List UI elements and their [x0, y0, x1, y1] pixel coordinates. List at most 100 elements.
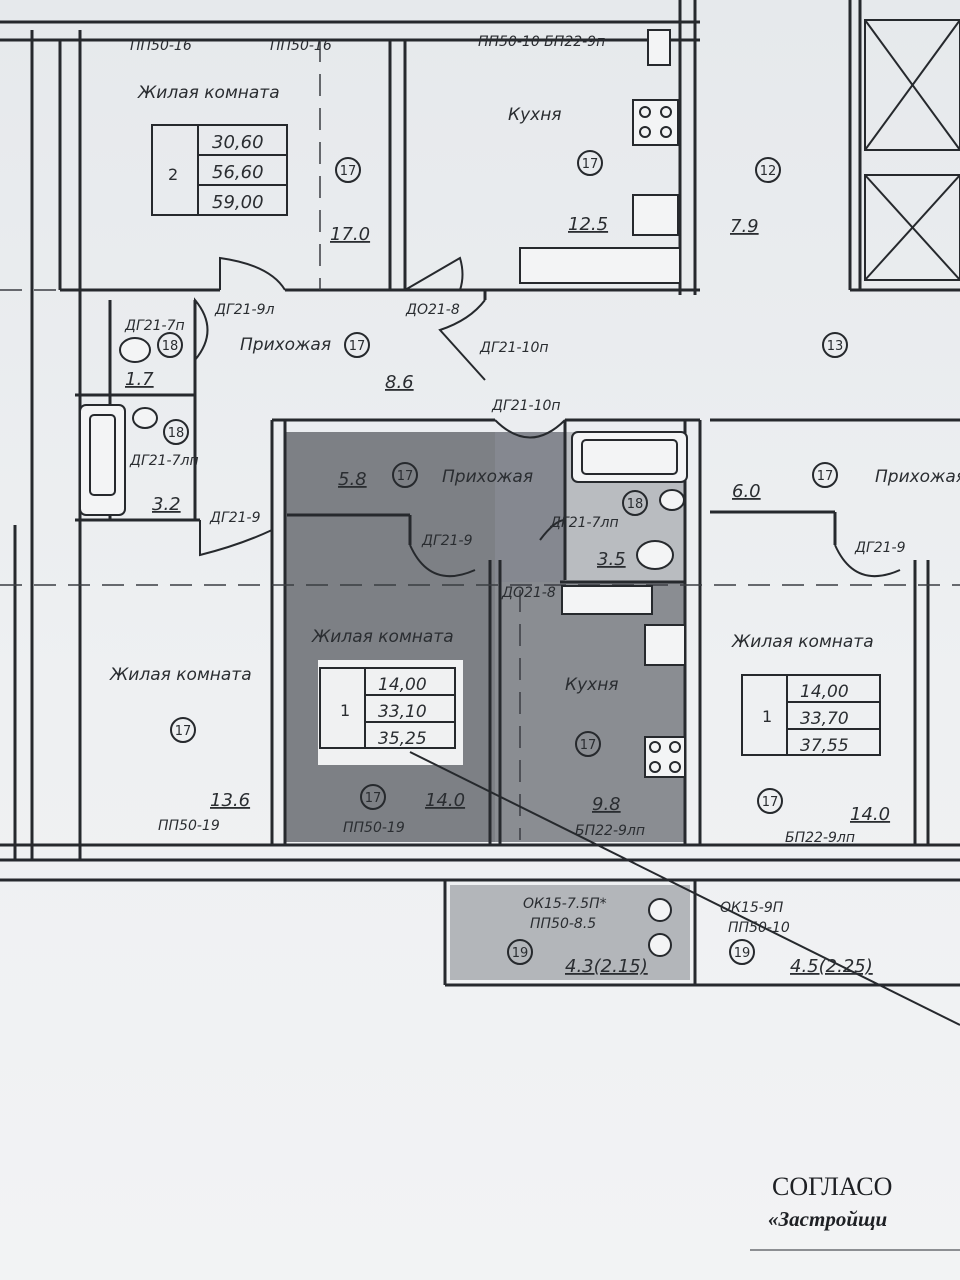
room-type-circle: [575, 731, 601, 757]
room-type-number: 17: [817, 469, 834, 484]
mark-label: ДГ21-10п: [491, 398, 561, 414]
room-type-number: 17: [580, 738, 597, 753]
room-type-number: 17: [582, 157, 599, 172]
room-area: 14.0: [425, 790, 465, 811]
room-type-circle: [170, 717, 196, 743]
room-name: Жилая комната: [731, 632, 874, 652]
room-area: 9.8: [592, 794, 621, 815]
room-type-circle: [622, 490, 648, 516]
mark-label: ПП50-8.5: [530, 916, 596, 932]
room-area: 3.2: [152, 494, 181, 515]
mark-label: ДГ21-9: [854, 540, 906, 556]
room-areas: 17.0 12.5 7.9 8.6 1.7 3.2 13.6 5.8 3.5 1…: [125, 214, 890, 977]
room-name: Прихожая: [875, 467, 960, 487]
mark-label: ПП50-19: [158, 818, 220, 834]
door-swings: [194, 256, 901, 578]
table-value: 30,60: [212, 132, 264, 153]
mark-label: ПП50-19: [343, 820, 405, 836]
room-type-marker: 17: [757, 788, 783, 814]
room-type-marker: 17: [344, 332, 370, 358]
table-value: 59,00: [212, 192, 264, 213]
room-area: 3.5: [597, 549, 626, 570]
axis-lines: [0, 40, 960, 840]
apartment-table-right: 1 14,00 33,70 37,55: [741, 674, 881, 756]
mark-label: БП22-9лп: [575, 823, 645, 839]
room-type-marker: 12: [755, 157, 781, 183]
room-type-circle: [360, 784, 386, 810]
room-type-number: 18: [168, 426, 185, 441]
room-area: 4.5(2.25): [790, 956, 873, 977]
room-type-number: 13: [827, 339, 844, 354]
room-type-marker: 18: [622, 490, 648, 516]
room-type-circle: [157, 332, 183, 358]
table-value: 33,70: [800, 709, 849, 729]
room-name: Жилая комната: [137, 83, 280, 103]
room-type-number: 18: [162, 339, 179, 354]
mark-label: ПП50-16: [270, 38, 332, 54]
room-type-circle: [757, 788, 783, 814]
approval-stamp: СОГЛАСО «Застройщи: [750, 1172, 960, 1251]
apartment-table-mid: 1 14,00 33,10 35,25: [319, 667, 456, 749]
room-type-number: 17: [397, 469, 414, 484]
room-type-circle: [729, 939, 755, 965]
mark-label: ДГ21-9: [421, 533, 473, 549]
mark-label: ПП50-16: [130, 38, 192, 54]
room-type-number: 19: [734, 946, 751, 961]
table-value: 14,00: [378, 675, 427, 695]
table-rooms: 1: [340, 701, 350, 720]
room-area: 14.0: [850, 804, 890, 825]
room-type-marker: 13: [822, 332, 848, 358]
diagonal-line: [409, 751, 960, 1026]
mark-label: ПП50-10 БП22-9п: [478, 34, 605, 50]
mark-label: ДО21-8: [405, 302, 460, 318]
room-area: 1.7: [125, 369, 154, 390]
table-value: 37,55: [800, 736, 849, 756]
room-type-circle: [577, 150, 603, 176]
mark-label: ПП50-10: [728, 920, 790, 936]
table-value: 33,10: [378, 702, 427, 722]
stamp-line: «Застройщи: [768, 1207, 887, 1231]
room-type-marker: 17: [392, 462, 418, 488]
room-type-marker: 19: [507, 939, 533, 965]
room-name: Жилая комната: [109, 665, 252, 685]
room-area: 4.3(2.15): [565, 956, 648, 977]
room-type-marker: 17: [360, 784, 386, 810]
room-area: 7.9: [730, 216, 759, 237]
room-type-markers: 17 17 12 17 13 18 18 17 17 18 17 17 19 17 17 19: [157, 150, 848, 965]
room-type-number: 17: [762, 795, 779, 810]
room-name: Жилая комната: [311, 627, 454, 647]
mark-label: ДГ21-10п: [479, 340, 549, 356]
mark-label: ДО21-8: [501, 585, 556, 601]
room-type-marker: 17: [575, 731, 601, 757]
room-type-number: 12: [760, 164, 777, 179]
room-name: Прихожая: [442, 467, 533, 487]
room-type-marker: 17: [170, 717, 196, 743]
room-type-marker: 17: [335, 157, 361, 183]
room-area: 12.5: [568, 214, 608, 235]
mark-label: ОК15-9П: [720, 900, 784, 916]
table-value: 35,25: [378, 729, 427, 749]
room-type-circle: [163, 419, 189, 445]
room-type-number: 17: [340, 164, 357, 179]
room-area: 13.6: [210, 790, 250, 811]
mark-label: ДГ21-9: [209, 510, 261, 526]
room-area: 8.6: [385, 372, 414, 393]
room-type-circle: [344, 332, 370, 358]
room-type-number: 18: [627, 497, 644, 512]
room-type-circle: [822, 332, 848, 358]
element-marks: ПП50-16 ПП50-16 ПП50-10 БП22-9п ДГ21-9л …: [124, 34, 906, 936]
apartment-table-tl: 2 30,60 56,60 59,00: [151, 124, 288, 216]
room-area: 17.0: [330, 224, 370, 245]
room-name: Кухня: [565, 675, 619, 695]
fixtures: [79, 29, 688, 957]
room-name: Прихожая: [240, 335, 331, 355]
room-area: 6.0: [732, 481, 761, 502]
room-type-number: 17: [349, 339, 366, 354]
mark-label: ДГ21-9л: [214, 302, 275, 318]
table-value: 56,60: [212, 162, 264, 183]
room-type-marker: 17: [812, 462, 838, 488]
room-type-marker: 19: [729, 939, 755, 965]
room-type-circle: [507, 939, 533, 965]
